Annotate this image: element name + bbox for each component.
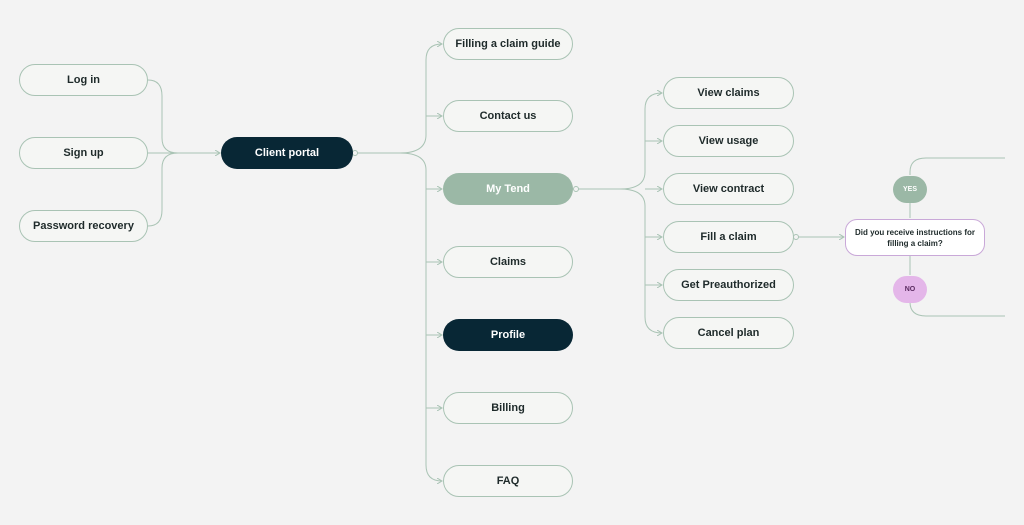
node-label: View contract bbox=[692, 183, 765, 195]
node-label: FAQ bbox=[496, 475, 520, 487]
node-label: My Tend bbox=[486, 183, 530, 195]
question-text: Did you receive instructions for filling… bbox=[854, 227, 976, 248]
node-label: Contact us bbox=[479, 110, 537, 122]
node-claims[interactable]: Claims bbox=[443, 246, 573, 278]
node-label: Profile bbox=[490, 329, 526, 341]
node-profile[interactable]: Profile bbox=[443, 319, 573, 351]
node-label: Billing bbox=[491, 402, 525, 414]
node-cancel-plan[interactable]: Cancel plan bbox=[663, 317, 794, 349]
node-get-preauthorized[interactable]: Get Preauthorized bbox=[663, 269, 794, 301]
decision-question[interactable]: Did you receive instructions for filling… bbox=[845, 219, 985, 256]
node-client-portal[interactable]: Client portal bbox=[221, 137, 353, 169]
node-sign-up[interactable]: Sign up bbox=[19, 137, 148, 169]
no-label: NO bbox=[904, 286, 916, 293]
node-label: Sign up bbox=[63, 147, 104, 159]
node-label: Get Preauthorized bbox=[681, 279, 776, 291]
node-label: Fill a claim bbox=[700, 231, 757, 243]
node-faq[interactable]: FAQ bbox=[443, 465, 573, 497]
node-log-in[interactable]: Log in bbox=[19, 64, 148, 96]
node-label: Claims bbox=[489, 256, 527, 268]
node-label: Log in bbox=[67, 74, 100, 86]
node-my-tend[interactable]: My Tend bbox=[443, 173, 573, 205]
node-label: Password recovery bbox=[33, 220, 134, 232]
no-branch-badge[interactable]: NO bbox=[893, 276, 927, 303]
yes-label: YES bbox=[902, 186, 917, 193]
node-billing[interactable]: Billing bbox=[443, 392, 573, 424]
node-label: Client portal bbox=[254, 147, 320, 159]
node-contact-us[interactable]: Contact us bbox=[443, 100, 573, 132]
node-view-usage[interactable]: View usage bbox=[663, 125, 794, 157]
node-view-claims[interactable]: View claims bbox=[663, 77, 794, 109]
node-label: View claims bbox=[697, 87, 760, 99]
node-label: View usage bbox=[698, 135, 759, 147]
node-label: Cancel plan bbox=[697, 327, 760, 339]
node-view-contract[interactable]: View contract bbox=[663, 173, 794, 205]
node-password-recovery[interactable]: Password recovery bbox=[19, 210, 148, 242]
node-fill-a-claim[interactable]: Fill a claim bbox=[663, 221, 794, 253]
node-filling-a-claim-guide[interactable]: Filling a claim guide bbox=[443, 28, 573, 60]
yes-branch-badge[interactable]: YES bbox=[893, 176, 927, 203]
node-label: Filling a claim guide bbox=[455, 38, 561, 50]
